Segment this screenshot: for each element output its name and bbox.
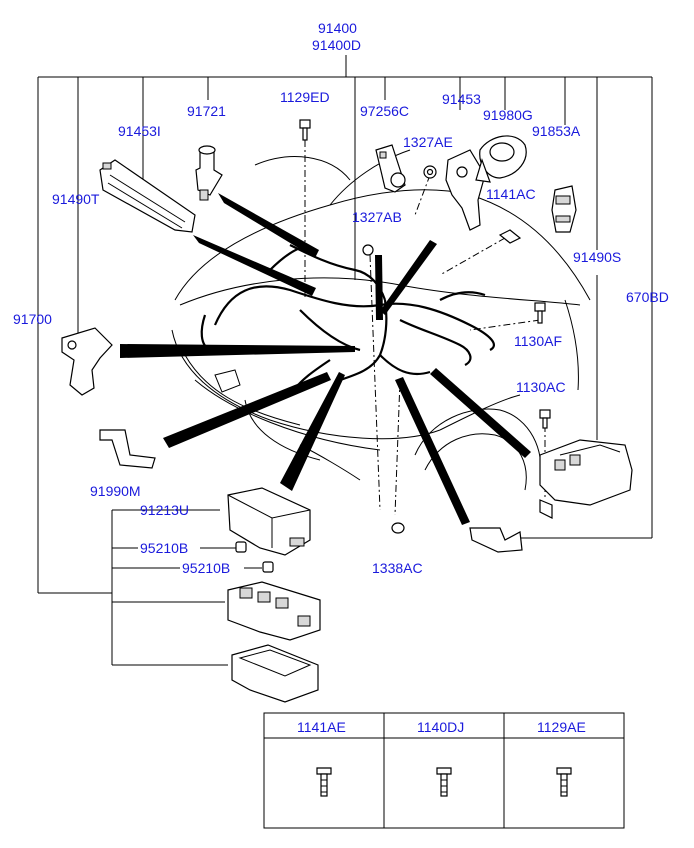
bolt-1129ED [299, 119, 311, 141]
leader-wedges [120, 193, 531, 525]
grommet-91980G [475, 135, 527, 183]
part-labels: 91400 91400D 91721 1129ED 97256C 91453 9… [13, 20, 669, 576]
fusebox-cover-91213U [227, 487, 311, 556]
fusebox-lower-cover [231, 644, 319, 703]
label-670BD: 670BD [626, 289, 669, 305]
connector-97256C [375, 144, 406, 193]
label-91453: 91453 [442, 91, 481, 107]
relay-box-91490S [539, 439, 633, 519]
bracket-91990M [99, 429, 156, 469]
label-1129ED: 1129ED [280, 89, 330, 105]
label-1141AC: 1141AC [486, 186, 536, 202]
bolt-icon [556, 767, 572, 797]
label-1327AB: 1327AB [352, 209, 402, 225]
relay-95210B-2 [262, 561, 274, 573]
cover-91700 [61, 327, 113, 396]
top-bracket [37, 55, 653, 593]
label-91213U: 91213U [140, 502, 189, 518]
fastener-legend-table: 1141AE 1140DJ 1129AE [263, 712, 625, 829]
label-91853A: 91853A [532, 123, 581, 139]
label-main-bottom: 91400D [312, 37, 361, 53]
fusebox-bracket [38, 509, 262, 666]
label-91490S: 91490S [573, 249, 621, 265]
nut-1327AB [362, 244, 374, 256]
legend-header-3: 1129AE [537, 719, 586, 735]
bolt-1130AF [534, 302, 546, 324]
label-95210B-2: 95210B [182, 560, 230, 576]
label-main-top: 91400 [318, 20, 357, 36]
harness-wires [200, 244, 495, 396]
fusebox-body [227, 581, 321, 641]
legend-header-1: 1141AE [297, 719, 346, 735]
bolt-icon [436, 767, 452, 797]
nut-1327AE [423, 165, 437, 179]
bracket-91453 [445, 149, 486, 231]
relay-95210B-1 [235, 541, 247, 553]
connector-strip-91453I [99, 159, 196, 233]
label-91453I: 91453I [118, 123, 161, 139]
bolt-1130AC [539, 409, 551, 429]
legend-header-2: 1140DJ [417, 719, 464, 735]
label-91990M: 91990M [90, 483, 141, 499]
bolt-1141AC [498, 229, 522, 244]
label-91490T: 91490T [52, 191, 100, 207]
grommet-91721 [195, 145, 223, 201]
connector-91853A [551, 185, 577, 233]
label-91980G: 91980G [483, 107, 533, 123]
bolt-icon [316, 767, 332, 797]
grommet-1338AC [391, 522, 405, 534]
label-91700: 91700 [13, 311, 52, 327]
label-97256C: 97256C [360, 103, 409, 119]
label-1327AE: 1327AE [403, 134, 453, 150]
label-1338AC: 1338AC [372, 560, 423, 576]
label-1130AC: 1130AC [516, 379, 566, 395]
label-1130AF: 1130AF [514, 333, 562, 349]
label-95210B-1: 95210B [140, 540, 188, 556]
label-91721: 91721 [187, 103, 226, 119]
bracket-670BD [469, 527, 523, 553]
